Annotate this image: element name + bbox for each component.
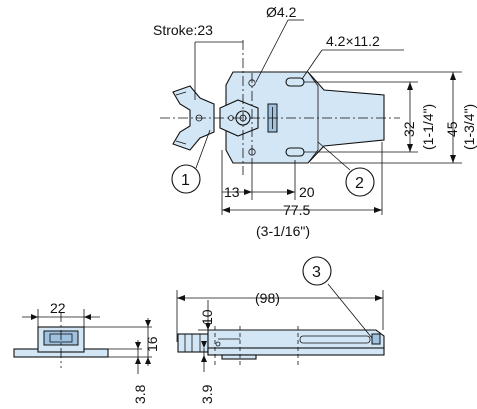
length-inch-label: (3-1/16") — [256, 223, 310, 239]
mount-32-label: 32 — [401, 121, 417, 137]
hole-dia-label: Ø4.2 — [266, 4, 297, 20]
top-view — [160, 40, 400, 175]
striker-ghost — [172, 85, 215, 151]
svg-text:1: 1 — [181, 172, 190, 189]
width-22-label: 22 — [50, 300, 66, 316]
top-view-dimensions: Stroke:23 Ø4.2 4.2×11.2 32 (1-1/4") 45 (… — [153, 4, 477, 239]
svg-text:3: 3 — [312, 264, 321, 281]
callouts-top: 1 2 — [171, 129, 375, 197]
overall-98-label: (98) — [255, 290, 280, 306]
mount-slot-top — [285, 77, 305, 87]
front-view: 22 16 3.8 — [13, 300, 160, 404]
callout-1 — [171, 164, 201, 194]
mount-32-inch-label: (1-1/4") — [420, 104, 436, 150]
height-16-label: 16 — [144, 336, 160, 352]
side-view: (98) 10 3.9 3 — [176, 256, 385, 404]
dim-13-label: 13 — [224, 184, 240, 200]
height-45-label: 45 — [444, 121, 460, 137]
stroke-label: Stroke:23 — [153, 22, 213, 38]
length-label: 77.5 — [283, 202, 310, 218]
svg-text:2: 2 — [355, 175, 364, 192]
callout-3 — [302, 256, 332, 286]
mount-slot-bottom — [285, 147, 305, 157]
callout-2 — [345, 167, 375, 197]
side-3-9-label: 3.9 — [199, 384, 215, 404]
offset-10-label: 10 — [199, 309, 215, 325]
height-45-inch-label: (1-3/4") — [461, 104, 477, 150]
slot-label: 4.2×11.2 — [326, 33, 380, 49]
dim-20-label: 20 — [299, 184, 315, 200]
base-3-8-label: 3.8 — [132, 384, 148, 404]
